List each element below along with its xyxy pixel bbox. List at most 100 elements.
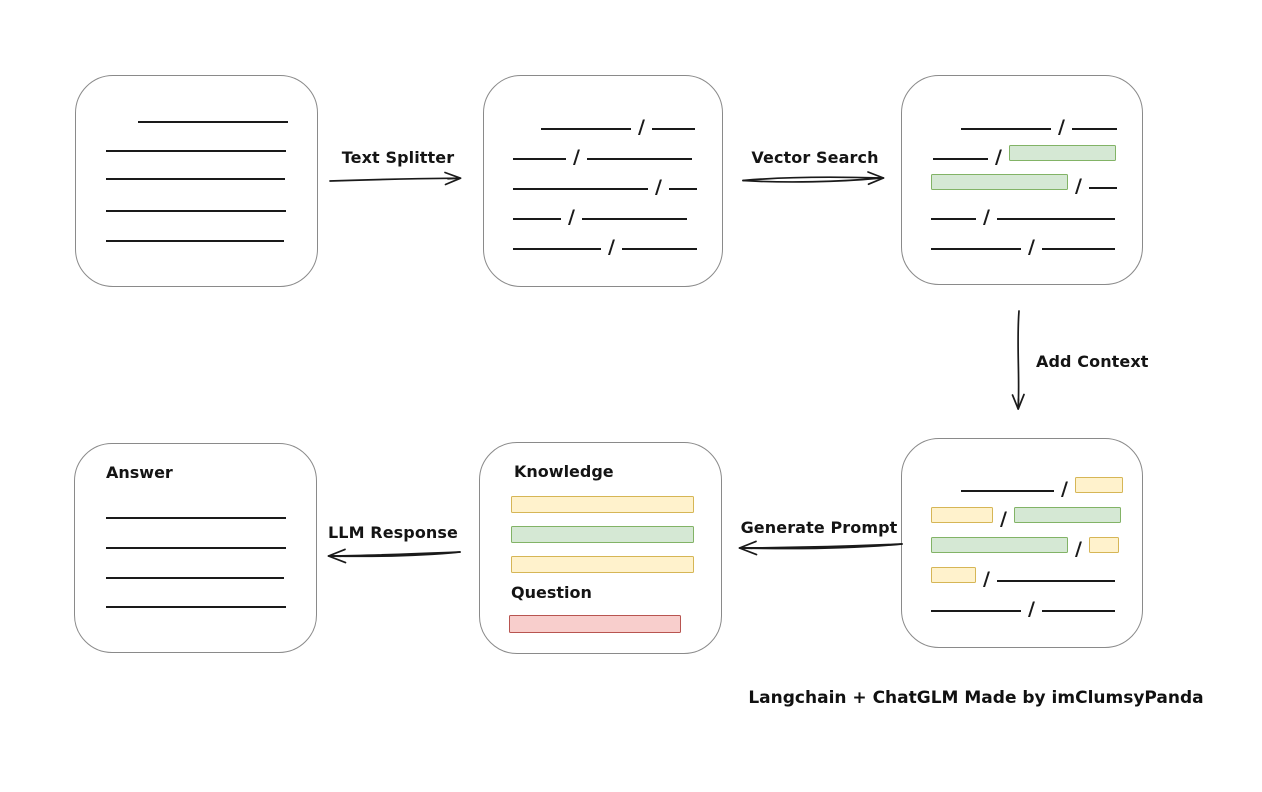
knowledge-label: Knowledge xyxy=(514,462,614,481)
slash-separator: / xyxy=(655,176,662,198)
chunk-row xyxy=(511,551,694,573)
generate-prompt-arrow-icon xyxy=(738,540,903,556)
chunk-row: / xyxy=(513,139,692,167)
chunk-row: / xyxy=(513,169,697,197)
green-chunk-bar xyxy=(931,174,1068,190)
green-chunk-bar xyxy=(931,537,1068,553)
text-line xyxy=(996,218,1115,220)
text-line xyxy=(621,248,697,250)
chunk-row: / xyxy=(513,199,687,227)
chunk-row xyxy=(106,159,285,181)
text-line xyxy=(931,218,976,220)
text-line xyxy=(1071,128,1117,130)
context-chunks-node: ///// xyxy=(901,438,1143,648)
text-splitter-arrow-icon xyxy=(329,171,462,186)
prompt-node: Knowledge Question xyxy=(479,442,722,654)
text-line xyxy=(1041,610,1115,612)
chunk-row xyxy=(509,611,681,633)
slash-separator: / xyxy=(608,236,615,258)
split-chunks-node: / / / / / xyxy=(483,75,723,287)
generate-prompt-label: Generate Prompt xyxy=(740,518,898,537)
text-line xyxy=(651,128,695,130)
text-line xyxy=(668,188,697,190)
text-line xyxy=(513,158,566,160)
matched-chunks-node: ///// xyxy=(901,75,1143,285)
text-line xyxy=(106,210,286,212)
slash-separator: / xyxy=(568,206,575,228)
slash-separator: / xyxy=(573,146,580,168)
chunk-row xyxy=(511,521,694,543)
chunk-row xyxy=(138,102,288,124)
chunk-row: / xyxy=(541,109,695,137)
chunk-row: / xyxy=(931,531,1119,559)
text-line xyxy=(931,248,1021,250)
text-line xyxy=(106,606,286,608)
slash-separator: / xyxy=(1061,478,1068,500)
yellow-chunk-bar xyxy=(1088,537,1119,553)
yellow-chunk-bar xyxy=(1074,477,1123,493)
text-line xyxy=(106,150,286,152)
text-line xyxy=(581,218,687,220)
slash-separator: / xyxy=(1000,508,1007,530)
text-line xyxy=(106,577,284,579)
chunk-row xyxy=(511,491,694,513)
green-chunk-bar xyxy=(511,526,694,543)
chunk-row: / xyxy=(931,168,1117,196)
chunk-row: / xyxy=(931,199,1115,227)
slash-separator: / xyxy=(983,206,990,228)
text-splitter-label: Text Splitter xyxy=(341,148,455,167)
slash-separator: / xyxy=(1028,598,1035,620)
chunk-row: / xyxy=(933,139,1116,167)
text-line xyxy=(961,490,1054,492)
answer-node: Answer xyxy=(74,443,317,653)
chunk-row: / xyxy=(931,591,1115,619)
slash-separator: / xyxy=(1075,175,1082,197)
text-line xyxy=(996,580,1115,582)
text-line xyxy=(1088,187,1117,189)
vector-search-arrow-icon xyxy=(742,171,885,186)
text-line xyxy=(1041,248,1115,250)
green-chunk-bar xyxy=(1013,507,1121,523)
text-line xyxy=(513,248,601,250)
slash-separator: / xyxy=(995,146,1002,168)
text-line xyxy=(106,547,286,549)
yellow-chunk-bar xyxy=(931,507,993,523)
text-line xyxy=(513,218,561,220)
text-line xyxy=(933,158,988,160)
source-document-node xyxy=(75,75,318,287)
text-line xyxy=(138,121,288,123)
llm-response-label: LLM Response xyxy=(328,523,458,542)
chunk-row: / xyxy=(931,561,1115,589)
question-label: Question xyxy=(511,583,592,602)
text-line xyxy=(106,517,286,519)
add-context-label: Add Context xyxy=(1036,352,1149,371)
chunk-row xyxy=(106,221,284,243)
vector-search-label: Vector Search xyxy=(751,148,879,167)
yellow-chunk-bar xyxy=(511,556,694,573)
chunk-row xyxy=(106,587,286,609)
text-line xyxy=(931,610,1021,612)
text-line xyxy=(513,188,648,190)
red-chunk-bar xyxy=(509,615,681,633)
chunk-row: / xyxy=(931,229,1115,257)
yellow-chunk-bar xyxy=(511,496,694,513)
chunk-row xyxy=(106,528,286,550)
chunk-row: / xyxy=(931,501,1121,529)
green-chunk-bar xyxy=(1008,145,1116,161)
slash-separator: / xyxy=(638,116,645,138)
chunk-row: / xyxy=(961,471,1123,499)
slash-separator: / xyxy=(1028,236,1035,258)
chunk-row: / xyxy=(513,229,697,257)
llm-response-arrow-icon xyxy=(327,548,461,564)
answer-label: Answer xyxy=(106,463,173,482)
yellow-chunk-bar xyxy=(931,567,976,583)
chunk-row xyxy=(106,498,286,520)
text-line xyxy=(961,128,1051,130)
text-line xyxy=(541,128,631,130)
text-line xyxy=(106,240,284,242)
add-context-arrow-icon xyxy=(1011,310,1025,410)
text-line xyxy=(106,178,285,180)
slash-separator: / xyxy=(1075,538,1082,560)
text-line xyxy=(586,158,692,160)
